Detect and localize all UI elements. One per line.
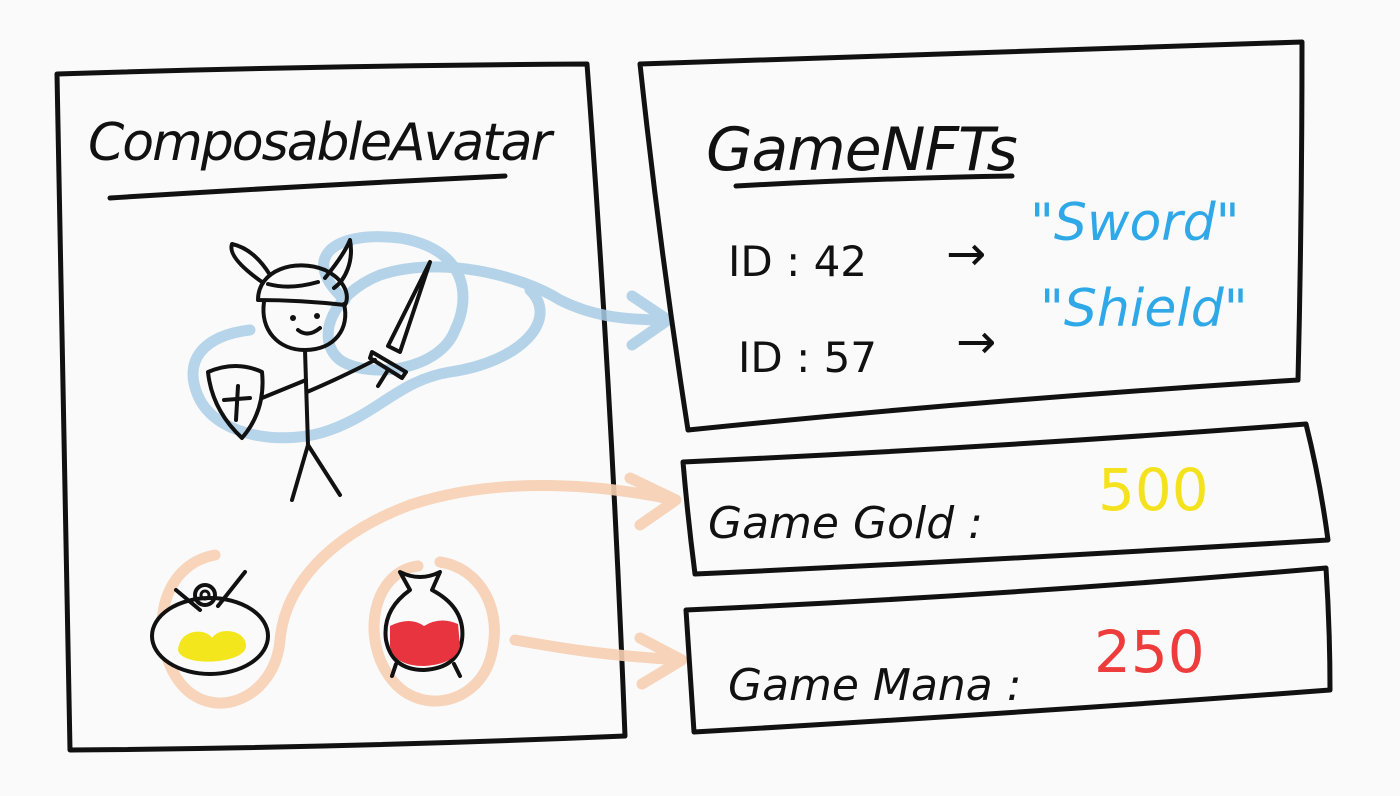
mana-label: Game Mana : [728,660,1022,711]
nft-item-arrow: → [956,314,996,370]
sword-icon [368,260,432,388]
nft-title-underline [733,173,1015,189]
gold-label: Game Gold : [708,498,983,549]
viking-avatar-icon [229,238,377,502]
nft-item-value: "Shield" [1040,279,1248,339]
nft-card: GameNFTs ID : 42 → "Sword" ID : 57 → "Sh… [637,39,1305,433]
avatar-card: ComposableAvatar [54,61,628,753]
shield-icon [206,364,265,440]
mana-card: Game Mana : 250 [683,565,1333,735]
mana-potion-icon [383,570,465,678]
nft-item-value: "Sword" [1030,193,1240,253]
gold-pouch-icon [150,570,270,676]
mana-link-arrow [368,556,688,707]
nft-item: ID : 42 → "Sword" [728,193,1240,286]
nft-item: ID : 57 → "Shield" [738,279,1248,382]
nft-item-id: ID : 42 [728,237,867,286]
gold-value: 500 [1098,456,1209,524]
nft-item-id: ID : 57 [738,333,877,382]
mana-value: 250 [1094,618,1205,686]
nft-item-arrow: → [946,226,986,282]
gold-card: Game Gold : 500 [680,421,1331,577]
nft-card-title: GameNFTs [706,115,1017,185]
avatar-card-title: ComposableAvatar [88,113,555,173]
nft-link-arrow [187,231,674,444]
avatar-title-underline [107,173,508,201]
